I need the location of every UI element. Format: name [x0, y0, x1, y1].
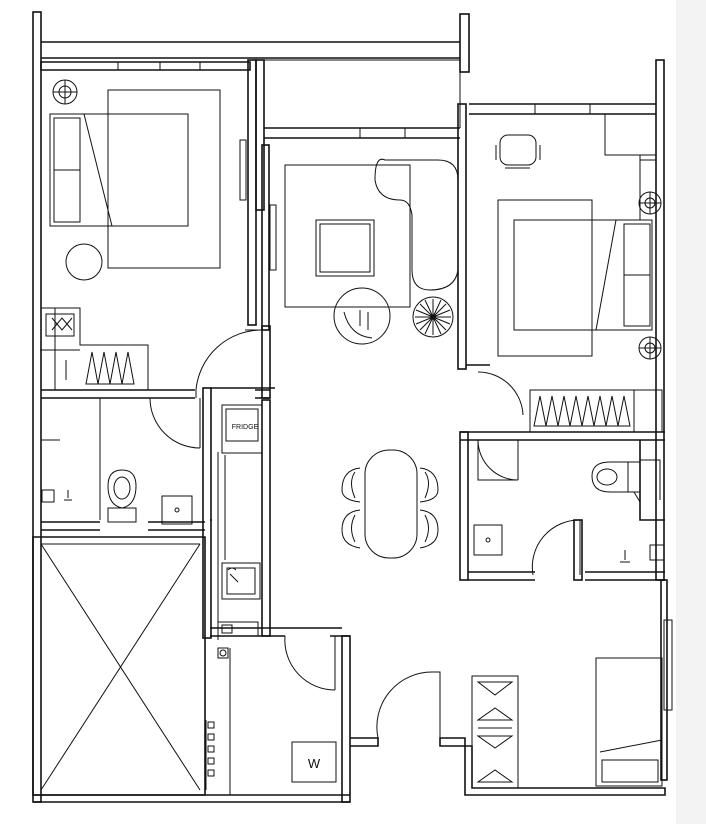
wardrobe	[471, 675, 519, 789]
washer-label: W	[308, 756, 321, 771]
bed	[513, 219, 653, 331]
right-bedroom-furniture	[495, 114, 663, 433]
dining-table	[364, 449, 418, 559]
basin	[161, 495, 193, 525]
kitchen: FRIDGE	[217, 404, 263, 640]
interior-walls	[41, 59, 665, 639]
plant-icon	[412, 296, 454, 338]
bed-rug	[107, 89, 221, 269]
bedside-lamp-icon	[638, 191, 662, 215]
toilet	[107, 469, 137, 509]
study-room-furniture	[471, 657, 663, 789]
wardrobe	[529, 389, 663, 433]
left-bathroom	[41, 398, 193, 525]
fridge	[221, 404, 263, 454]
appliance	[217, 621, 259, 637]
living-rug	[284, 164, 411, 308]
lounge-chair	[333, 287, 391, 345]
right-bathroom	[473, 459, 665, 563]
windows	[117, 59, 673, 711]
round-side-table	[65, 243, 103, 281]
living-room-furniture	[284, 158, 459, 345]
bedside-lamp-icon	[638, 336, 662, 360]
dining-furniture	[341, 449, 439, 559]
bedside-lamp-icon	[52, 79, 78, 105]
l-shaped-wardrobe	[41, 307, 149, 391]
doors	[149, 329, 581, 739]
page-edge-strip	[676, 0, 706, 824]
kitchen-sink	[221, 562, 261, 600]
dining-chairs	[341, 467, 439, 549]
curved-sofa	[374, 158, 459, 291]
desk-chair	[495, 134, 541, 169]
single-bed	[595, 657, 663, 787]
fridge-label: FRIDGE	[232, 424, 259, 431]
left-bedroom-furniture	[40, 79, 221, 391]
exterior-walls	[32, 11, 668, 803]
bed	[49, 113, 189, 227]
coffee-table	[315, 219, 375, 277]
washer	[291, 741, 337, 783]
void-x-box	[32, 536, 206, 796]
utility-room: W	[205, 647, 337, 795]
bed-rug	[497, 199, 593, 357]
basin	[473, 524, 503, 556]
